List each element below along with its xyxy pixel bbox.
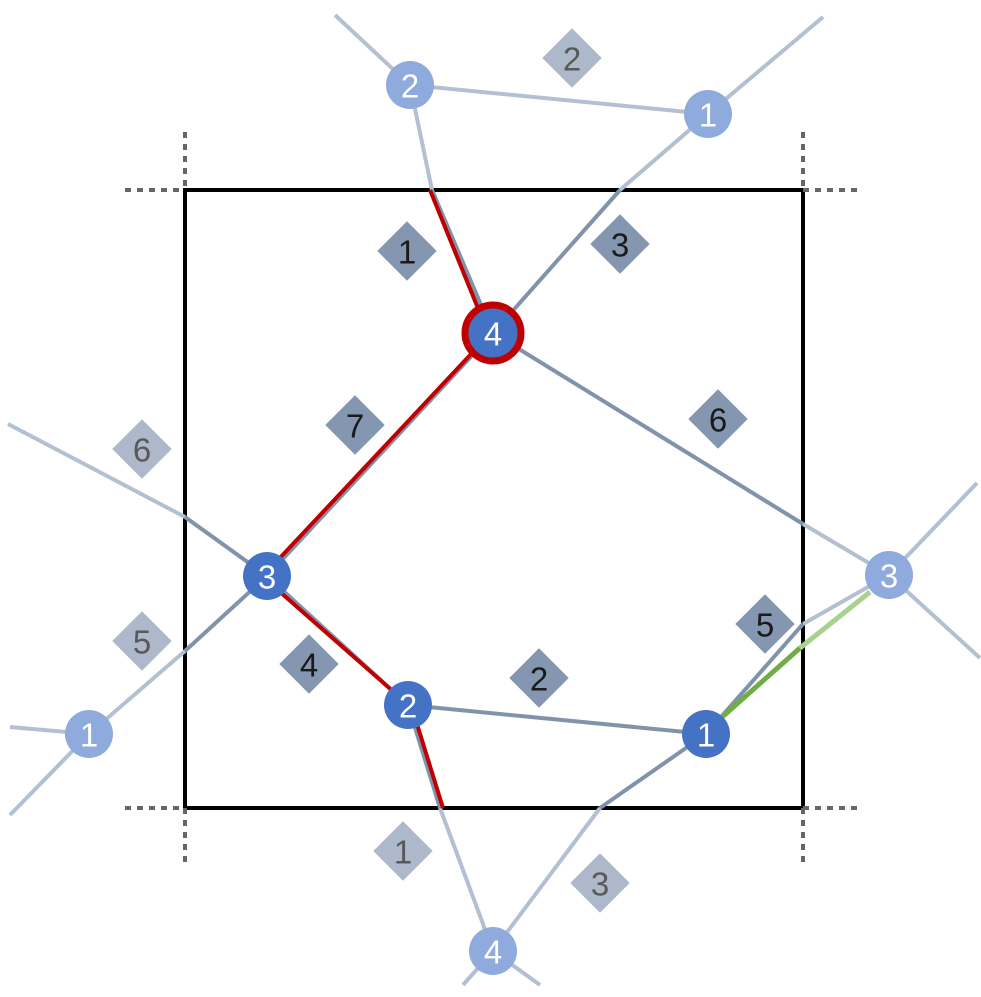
edge-label-text: 1 [394, 834, 412, 871]
edge [491, 331, 805, 526]
edge-label-3: 3 [590, 214, 650, 274]
node-label: 3 [880, 558, 898, 595]
edge-label-diamond [542, 28, 602, 88]
node-label: 1 [80, 717, 98, 754]
edge-label-diamond [325, 395, 385, 455]
edge-label-diamond [377, 221, 437, 281]
highlighted-edge [261, 334, 490, 578]
edge-label-diamond [112, 419, 172, 479]
node-circle [461, 301, 525, 365]
edge-label-text: 3 [591, 866, 609, 903]
edge-label-7: 7 [325, 395, 385, 455]
highlighted-path [261, 189, 490, 809]
unit-cell [125, 132, 863, 868]
ghost-node-1: 1 [65, 710, 113, 758]
ghost-edge [409, 83, 709, 116]
highlighted-edge [269, 582, 414, 710]
ghost-edge [438, 807, 495, 952]
node-2: 2 [384, 681, 432, 729]
green-edge-outer [798, 590, 872, 650]
edge-label-text: 2 [563, 41, 581, 78]
ghost-edge-label-5: 5 [112, 611, 172, 671]
edge-label-diamond [570, 853, 630, 913]
node-circle [865, 551, 913, 599]
node-label: 2 [399, 688, 417, 725]
edge [491, 188, 622, 335]
nodes: 4 3 2 1 2 1 3 1 4 [65, 61, 913, 975]
node-circle [384, 681, 432, 729]
edge-label-text: 2 [530, 661, 548, 698]
node-label: 4 [484, 934, 502, 971]
node-circle [682, 710, 730, 758]
edge-label-diamond [112, 611, 172, 671]
cell-extension-ticks [125, 132, 863, 868]
green-edge-inner [710, 646, 802, 728]
node-4: 4 [461, 301, 525, 365]
edge-label-text: 3 [611, 227, 629, 264]
node-1: 1 [682, 710, 730, 758]
node-label: 1 [697, 717, 715, 754]
edge-label-text: 1 [398, 234, 416, 271]
edge-label-text: 5 [133, 624, 151, 661]
edge-label-5: 5 [735, 594, 795, 654]
node-label: 3 [258, 559, 276, 596]
node-circle [386, 61, 434, 109]
ghost-edges [7, 13, 981, 987]
ghost-edge-label-1: 1 [373, 821, 433, 881]
edge-label-diamond [590, 214, 650, 274]
edge-label-1: 1 [377, 221, 437, 281]
ghost-edge-label-6: 6 [112, 419, 172, 479]
ghost-edge [7, 422, 186, 519]
ghost-edge [491, 806, 602, 953]
node-3: 3 [243, 552, 291, 600]
edge-label-4: 4 [279, 634, 339, 694]
edge-label-text: 5 [756, 607, 774, 644]
edge [407, 703, 707, 736]
ghost-edge [706, 15, 825, 116]
ghost-edge-label-2: 2 [542, 28, 602, 88]
node-circle [243, 552, 291, 600]
node-circle [469, 927, 517, 975]
ghost-node-3: 3 [865, 551, 913, 599]
node-label: 2 [401, 68, 419, 105]
green-edge [710, 590, 872, 728]
ghost-node-1: 1 [684, 90, 732, 138]
edge-label-text: 6 [133, 432, 151, 469]
edge-label-diamond [509, 648, 569, 708]
edge-label-text: 4 [300, 647, 318, 684]
cell-border [183, 188, 805, 810]
edge-label-diamond [373, 821, 433, 881]
node-circle [684, 90, 732, 138]
edge-label-6: 6 [688, 389, 748, 449]
ghost-node-4: 4 [469, 927, 517, 975]
edge-label-text: 7 [346, 408, 364, 445]
ghost-node-2: 2 [386, 61, 434, 109]
edge-label-text: 6 [709, 402, 727, 439]
node-label: 4 [484, 316, 502, 353]
node-label: 1 [699, 97, 717, 134]
node-circle [65, 710, 113, 758]
edge-label-diamond [688, 389, 748, 449]
ghost-edge-label-3: 3 [570, 853, 630, 913]
edge-label-diamond [279, 634, 339, 694]
edge-labels: 1 3 7 6 4 2 5 2 6 5 1 3 [112, 28, 795, 913]
edge-label-2: 2 [509, 648, 569, 708]
edge-label-diamond [735, 594, 795, 654]
